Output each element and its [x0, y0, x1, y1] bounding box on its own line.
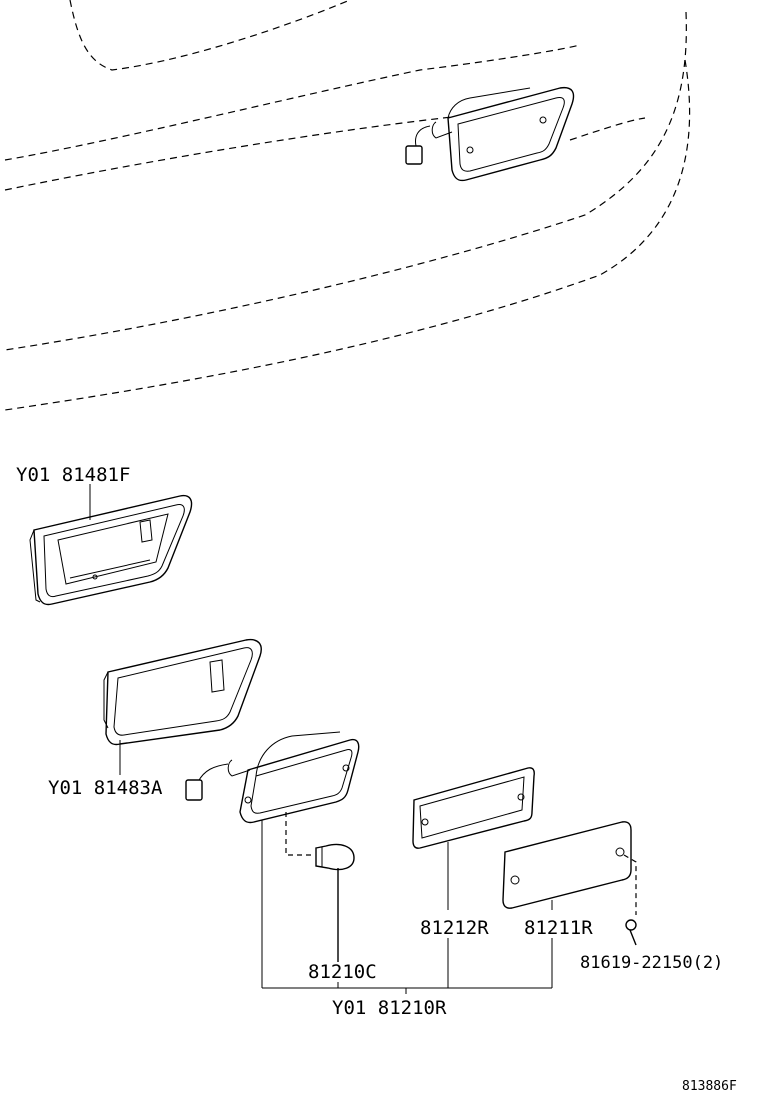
bulb: [285, 812, 355, 871]
label-bezel-upper: Y01 81481F: [16, 464, 130, 486]
label-bulb: 81210C: [308, 961, 377, 983]
installed-lamp-illustration: [405, 86, 575, 182]
label-lamp-assembly: Y01 81210R: [332, 997, 447, 1019]
lens-gasket: [412, 767, 535, 849]
lens: [502, 821, 632, 909]
screw: [623, 854, 637, 946]
label-screw: 81619-22150(2): [580, 953, 723, 973]
label-lens: 81211R: [524, 917, 593, 939]
label-lens-gasket: 81212R: [420, 917, 489, 939]
lamp-assembly: [185, 731, 360, 824]
bezel-upper: [29, 494, 193, 606]
leader-lines: [89, 484, 553, 994]
label-bezel-lower: Y01 81483A: [48, 777, 163, 799]
diagram-reference-code: 813886F: [682, 1079, 737, 1094]
bezel-lower: [103, 638, 262, 746]
vehicle-body-outline: [4, 0, 691, 411]
